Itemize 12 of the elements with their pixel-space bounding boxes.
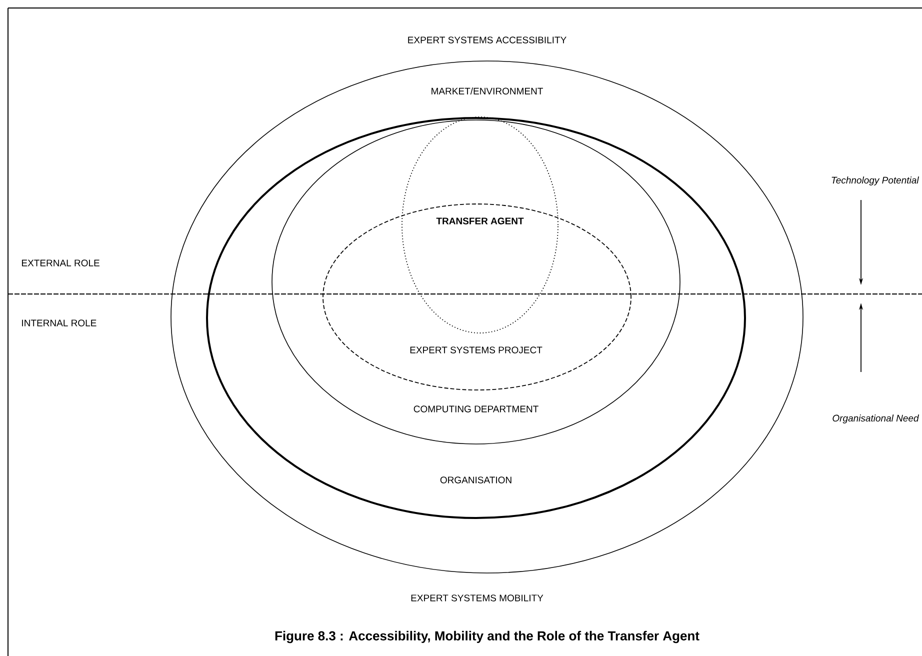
caption: Figure 8.3 : Accessibility, Mobility and the Role of the Transfer Agent <box>275 630 700 644</box>
axis-label: Technology Potential <box>832 176 919 186</box>
ellipse-label: TRANSFER AGENT <box>436 218 524 224</box>
ellipse-label: ORGANISATION <box>440 476 512 484</box>
heading-text: EXPERT SYSTEMS MOBILITY <box>411 594 544 602</box>
role-label: EXTERNAL ROLE <box>22 260 100 266</box>
ellipse-label: EXPERT SYSTEMS PROJECT <box>410 346 542 354</box>
ellipse-label: MARKET/ENVIRONMENT <box>432 88 543 94</box>
heading-text: EXPERT SYSTEMS ACCESSIBILITY <box>408 36 566 44</box>
ellipse-label: COMPUTING DEPARTMENT <box>414 406 538 412</box>
axis-label: Organisational Need <box>832 414 920 424</box>
role-label: INTERNAL ROLE <box>22 320 96 326</box>
